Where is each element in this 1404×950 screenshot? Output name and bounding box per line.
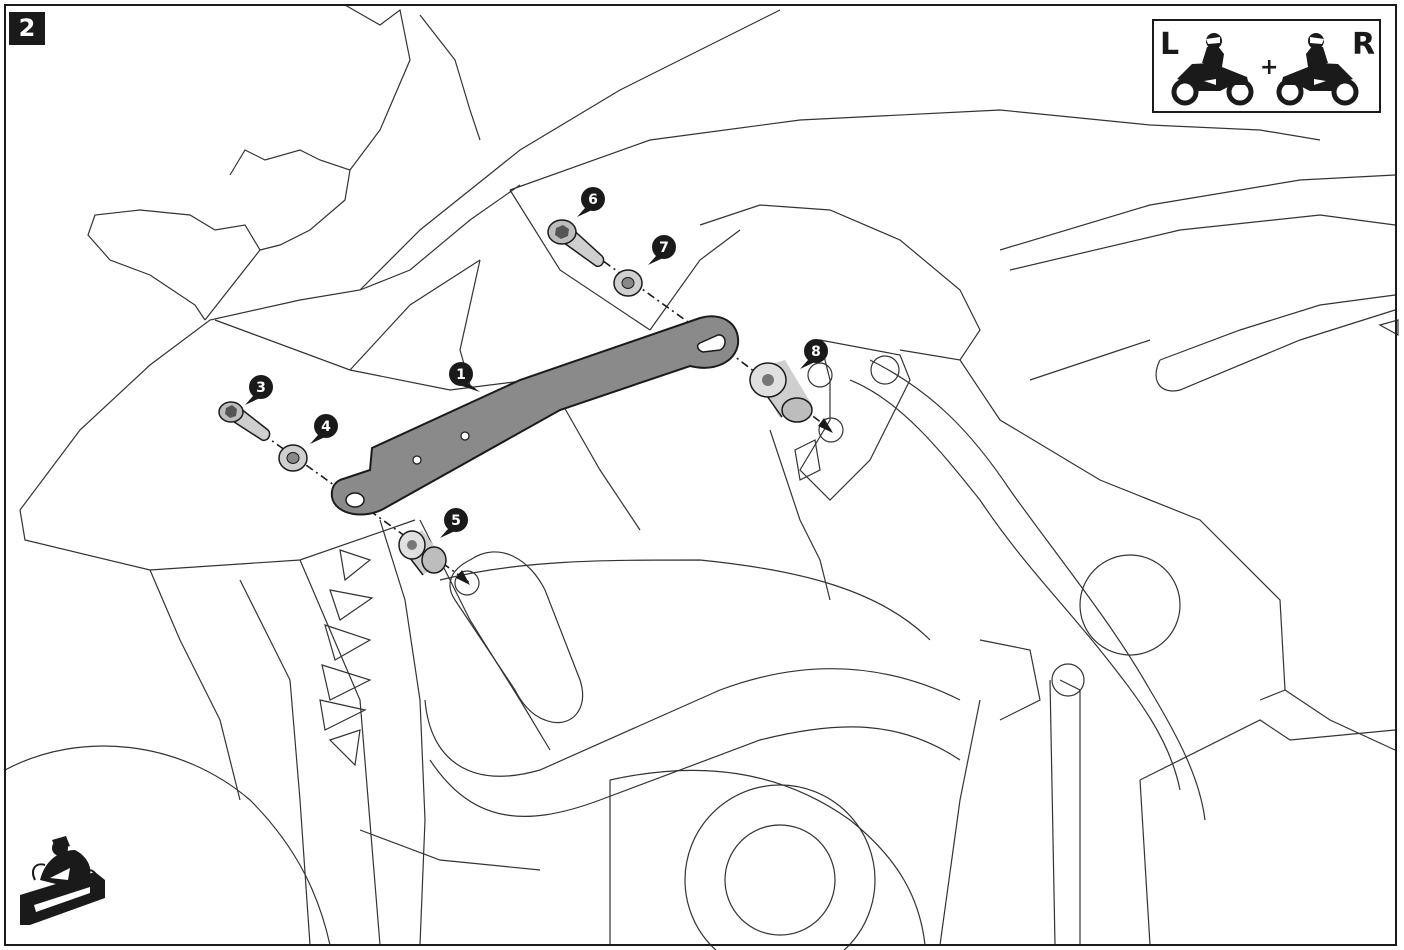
callout-1: 1 — [449, 362, 480, 392]
callout-6-label: 6 — [588, 192, 598, 208]
arrow-to-upper-hole — [818, 418, 833, 433]
motorcycle-rider-icons — [1171, 33, 1359, 106]
step-number-badge: 2 — [9, 12, 45, 45]
screw-3 — [218, 401, 271, 442]
diagram-frame — [4, 4, 1397, 946]
spacer-5 — [398, 530, 447, 576]
screw-6 — [547, 219, 605, 268]
right-side-label: R — [1352, 27, 1376, 62]
plus-sign: + — [1260, 55, 1279, 80]
left-side-label: L — [1160, 27, 1180, 62]
callout-7: 7 — [648, 235, 676, 265]
washer-7 — [613, 269, 643, 297]
callout-4: 4 — [310, 414, 338, 444]
left-right-side-indicator: L R + — [1152, 19, 1381, 113]
callout-6: 6 — [577, 187, 605, 217]
callout-5-label: 5 — [451, 513, 461, 529]
motorcycle-on-stand-icon — [20, 836, 105, 925]
callout-3: 3 — [245, 375, 273, 405]
callout-4-label: 4 — [321, 419, 331, 435]
callout-1-label: 1 — [456, 367, 466, 383]
arrow-heads — [456, 418, 833, 585]
callout-8-label: 8 — [811, 344, 821, 360]
callout-5: 5 — [440, 508, 468, 538]
arrow-to-lower-hole — [456, 570, 470, 585]
motorcycle-rider-icon-mirrored — [1276, 33, 1359, 106]
callout-3-label: 3 — [256, 380, 266, 396]
spacer-8 — [749, 360, 813, 423]
callout-8: 8 — [800, 339, 828, 369]
bracket-arm — [330, 315, 740, 516]
washer-4 — [278, 444, 308, 472]
motorcycle-rider-icon — [1171, 33, 1254, 106]
callout-7-label: 7 — [659, 240, 669, 256]
